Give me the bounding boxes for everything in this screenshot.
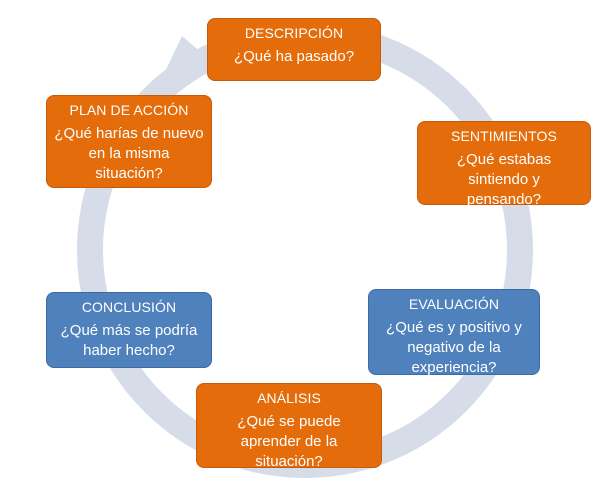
node-question: ¿Qué ha pasado? — [233, 48, 355, 65]
node-analisis: ANÁLISIS ¿Qué se puede aprender de la si… — [196, 383, 382, 470]
node-plan-de-accion: PLAN DE ACCIÓN ¿Qué harías de nuevo en l… — [46, 95, 212, 188]
node-conclusion: CONCLUSIÓN ¿Qué más se podría haber hech… — [46, 292, 212, 368]
node-title: DESCRIPCIÓN — [244, 25, 344, 41]
node-question: ¿Qué es y positivo y negativo de la expe… — [386, 319, 522, 376]
node-question: ¿Qué se puede aprender de la situación? — [237, 413, 341, 470]
node-title: EVALUACIÓN — [408, 296, 500, 312]
node-evaluacion: EVALUACIÓN ¿Qué es y positivo y negativo… — [368, 289, 540, 376]
node-title: PLAN DE ACCIÓN — [69, 102, 189, 118]
node-title: SENTIMIENTOS — [451, 128, 557, 144]
node-sentimientos: SENTIMIENTOS ¿Qué estabas sintiendo y pe… — [417, 121, 591, 208]
node-descripcion: DESCRIPCIÓN ¿Qué ha pasado? — [207, 18, 381, 81]
node-question: ¿Qué más se podría haber hecho? — [60, 322, 198, 359]
node-question: ¿Qué harías de nuevo en la misma situaci… — [54, 125, 204, 182]
cycle-arrowhead-icon — [162, 36, 210, 78]
node-title: CONCLUSIÓN — [81, 299, 177, 315]
node-question: ¿Qué estabas sintiendo y pensando? — [456, 151, 552, 208]
node-title: ANÁLISIS — [257, 390, 321, 406]
